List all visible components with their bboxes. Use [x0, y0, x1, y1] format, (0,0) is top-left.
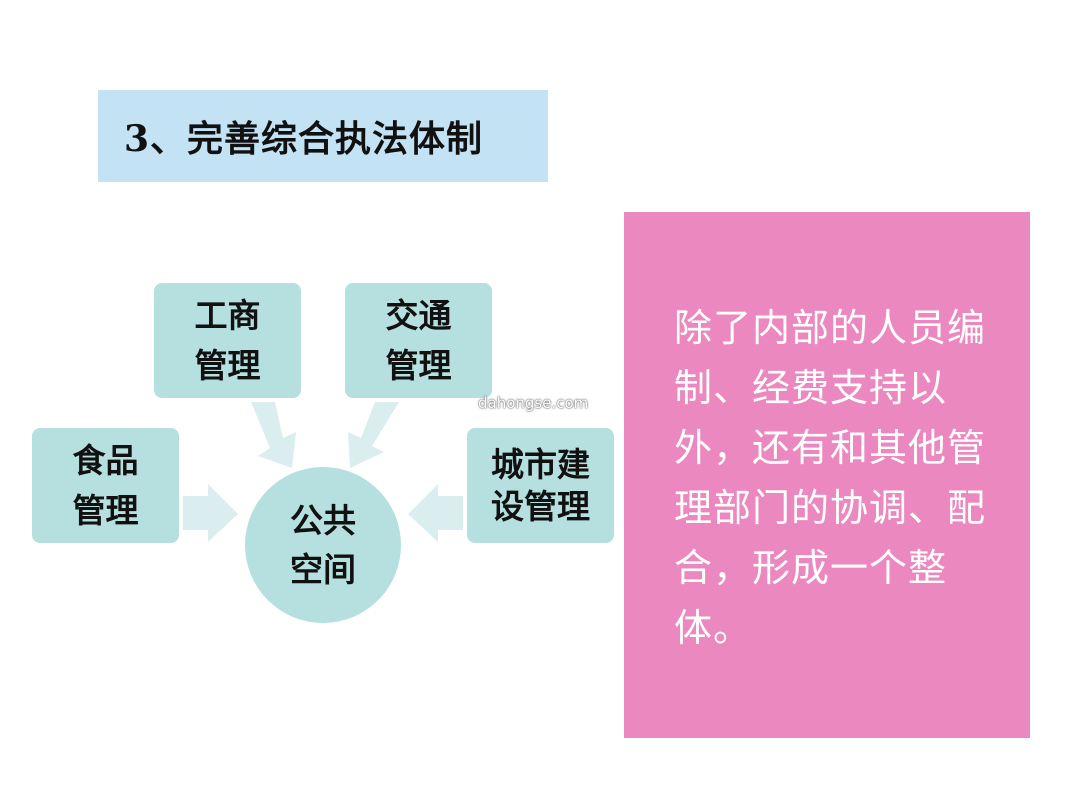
side-panel-text: 除了内部的人员编制、经费支持以外，还有和其他管理部门的协调、配合，形成一个整体。: [674, 306, 987, 650]
side-panel: 除了内部的人员编制、经费支持以外，还有和其他管理部门的协调、配合，形成一个整体。: [624, 212, 1030, 738]
center-label-line1: 公共: [290, 500, 356, 540]
center-label-line2: 空间: [290, 550, 356, 589]
node-label-line2: 管理: [385, 345, 452, 385]
node-label-line1: 交通: [385, 296, 452, 335]
arrow-gongshang-to-center: [251, 402, 296, 468]
node-label-line2: 管理: [72, 490, 139, 530]
node-urban-construction-management: 城市建 设管理: [467, 428, 614, 543]
arrow-chengshi-to-center: [408, 484, 463, 542]
arrow-shipin-to-center: [183, 484, 238, 542]
node-label-line2: 设管理: [491, 486, 590, 526]
node-food-management: 食品 管理: [32, 428, 179, 543]
watermark: dahongse.com: [478, 394, 589, 412]
slide-title: 3、完善综合执法体制: [98, 90, 548, 182]
node-label-line1: 食品: [72, 441, 139, 480]
node-gongshang-management: 工商 管理: [154, 283, 301, 398]
arrow-jiaotong-to-center: [348, 402, 399, 468]
node-label-line2: 管理: [194, 345, 261, 385]
node-traffic-management: 交通 管理: [345, 283, 492, 398]
node-public-space: 公共 空间: [245, 467, 401, 623]
node-label-line1: 工商: [194, 296, 261, 335]
node-label-line1: 城市建: [491, 445, 590, 485]
